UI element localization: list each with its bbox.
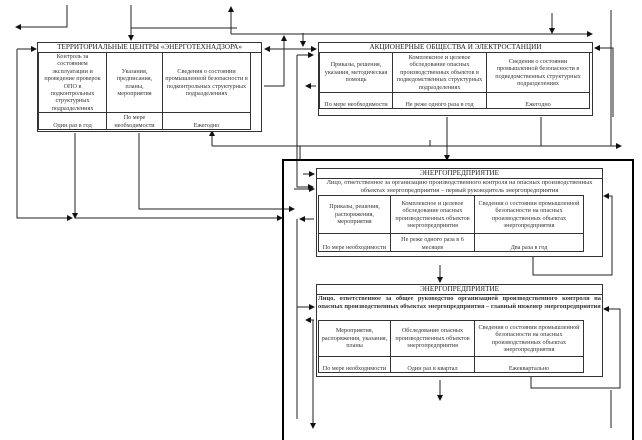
enterprise-engineer-frequency-1: По мере необходимости (318, 356, 391, 373)
enterprise-engineer-activity-3: Сведения о состоянии промышленной безопа… (474, 320, 584, 357)
line-territorial-right-out (264, 50, 285, 87)
enterprise-head-title: ЭНЕРГОПРЕДПРИЯТИЕ (317, 169, 602, 179)
enterprise-head-frequency-3: Два раза в год (474, 233, 584, 252)
enterprise-engineer-frequency-2: Один раз в квартал (390, 356, 475, 373)
line-joint-right-out (594, 45, 614, 117)
territorial-centers-box: ТЕРРИТОРИАЛЬНЫЕ ЦЕНТРЫ «ЭНЕРГОТЕХНАДЗОРА… (37, 42, 262, 132)
enterprise-engineer-grid: Мероприятия, распоряжения, указания, пла… (318, 320, 584, 373)
enterprise-head-activity-3: Сведения о состоянии промышленной безопа… (474, 195, 584, 234)
joint-stock-frequency-2: Не реже одного раза в год (392, 92, 487, 109)
enterprise-head-frequency-2: Не реже одного раза в 6 месяцев (390, 233, 475, 252)
enterprise-head-grid: Приказы, решения, распоряжения, мероприя… (318, 195, 584, 252)
line-ent-right-feedback (532, 193, 613, 276)
line-territorial-col2-down (138, 133, 295, 212)
line-col3-feedback (212, 140, 431, 147)
enterprise-head-activity-1: Приказы, решения, распоряжения, мероприя… (318, 195, 391, 234)
territorial-frequency-1: Один раз в год (38, 112, 107, 131)
enterprise-frame (282, 159, 634, 440)
joint-stock-activity-3: Сведения о состоянии промышленной безопа… (486, 52, 590, 93)
joint-stock-frequency-3: Ежегодно (486, 92, 590, 109)
enterprise-engineer-activity-2: Обследование опасных производственных об… (390, 320, 475, 357)
enterprise-engineer-frequency-3: Ежеквартально (474, 356, 584, 373)
territorial-activity-3: Сведения о состоянии промышленной безопа… (162, 51, 251, 114)
territorial-activity-1: Контроль за состоянием эксплуатации и пр… (38, 51, 107, 114)
enterprise-engineer-responsible: Лицо, ответственное за общее руководство… (318, 295, 601, 310)
line-joint-left-loop (296, 55, 314, 190)
enterprise-engineer-box: ЭНЕРГОПРЕДПРИЯТИЕ Лицо, ответственное за… (316, 284, 603, 377)
joint-stock-activity-1: Приказы, решения, указания, методическая… (319, 52, 393, 93)
line-left-territorial (16, 49, 73, 221)
joint-stock-grid: Приказы, решения, указания, методическая… (319, 52, 590, 109)
enterprise-engineer-title: ЭНЕРГОПРЕДПРИЯТИЕ (317, 285, 602, 295)
joint-stock-activity-2: Комплексное и целевое обследование опасн… (392, 52, 487, 93)
territorial-grid: Контроль за состоянием эксплуатации и пр… (38, 51, 251, 131)
joint-stock-box: АКЦИОНЕРНЫЕ ОБЩЕСТВА И ЭЛЕКТРОСТАНЦИИ Пр… (318, 42, 593, 116)
enterprise-head-frequency-1: По мере необходимости (318, 233, 391, 252)
joint-stock-frequency-1: По мере необходимости (319, 92, 393, 109)
enterprise-engineer-activity-1: Мероприятия, распоряжения, указания, пла… (318, 320, 391, 357)
line-eng-right-feedback (530, 306, 621, 389)
enterprise-head-box: ЭНЕРГОПРЕДПРИЯТИЕ Лицо, ответственное за… (316, 168, 603, 257)
arrow-top-left (15, 5, 68, 30)
territorial-frequency-2: По мере необходимости (106, 112, 163, 131)
territorial-activity-2: Указания, предписания, планы, мероприяти… (106, 51, 163, 114)
enterprise-head-activity-2: Комплексное и целевое обследование опасн… (390, 195, 475, 234)
territorial-frequency-3: Ежегодно (162, 112, 251, 131)
arrow-joint-down-2 (299, 117, 542, 160)
enterprise-head-responsible: Лицо, ответственное за организацию произ… (326, 179, 593, 194)
